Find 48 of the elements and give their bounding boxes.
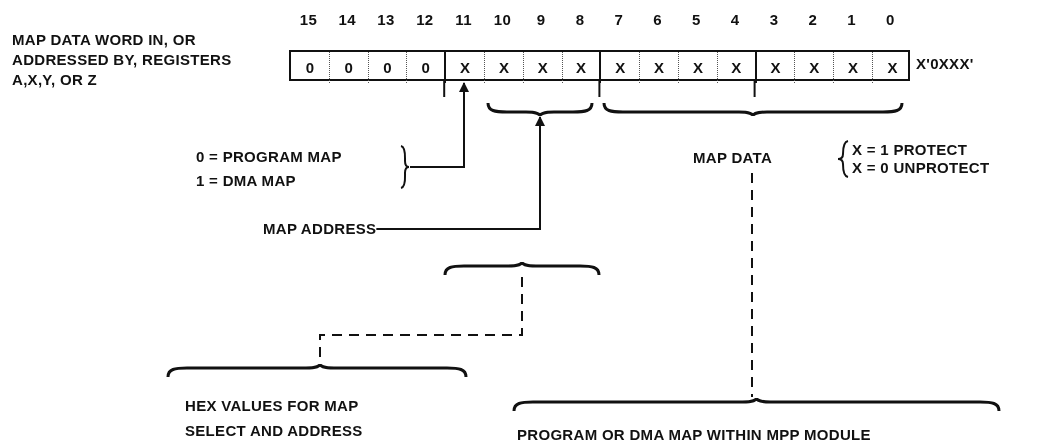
bit-number: 3 xyxy=(768,11,780,29)
bit-cell: X xyxy=(717,52,757,83)
protect-note: X = 1 PROTECT xyxy=(852,141,968,159)
bit-number: 1 xyxy=(846,11,857,29)
bit-number: 2 xyxy=(807,11,819,29)
bit-number: 12 xyxy=(415,11,435,29)
dashed-connector xyxy=(751,172,753,398)
bit-number: 14 xyxy=(337,11,357,29)
bit-number: 6 xyxy=(652,11,663,29)
bit-cell: X xyxy=(601,52,641,83)
bit-number: 13 xyxy=(376,11,396,29)
legend-text: 0 = PROGRAM MAP xyxy=(196,148,342,166)
bit-cell: 0 xyxy=(329,52,369,83)
bit-cell: 0 xyxy=(368,52,408,83)
bit-cell: X xyxy=(485,52,524,83)
bit-number: 4 xyxy=(729,11,741,29)
arrow xyxy=(375,116,545,230)
bit-cell: X xyxy=(446,52,485,83)
legend-text: 1 = DMA MAP xyxy=(196,172,296,190)
bit-cell: X xyxy=(873,52,912,83)
bit-number: 11 xyxy=(454,11,473,29)
bit-number: 10 xyxy=(492,11,513,29)
protect-note: X = 0 UNPROTECT xyxy=(852,159,990,177)
curly-brace xyxy=(487,101,593,117)
brace-label: MAP DATA xyxy=(693,149,773,167)
bit-number: 15 xyxy=(298,11,319,29)
register-caption: MAP DATA WORD IN, OR ADDRESSED BY, REGISTERS A,X,Y, OR Z xyxy=(12,30,233,90)
hex-value-label: X'0XXX' xyxy=(916,55,974,73)
bit-cell: X xyxy=(834,52,873,83)
brace-label: PROGRAM OR DMA MAP WITHIN MPP MODULE xyxy=(517,426,871,444)
bit-cell: X xyxy=(795,52,835,83)
bit-cell: X xyxy=(523,52,563,83)
register-word-box xyxy=(289,50,910,81)
bit-cell: X xyxy=(562,52,602,83)
bit-cell: 0 xyxy=(407,52,447,83)
bit-cell: X xyxy=(679,52,718,83)
bit-number: 9 xyxy=(535,11,547,29)
arrow xyxy=(409,82,469,168)
bit-number: 7 xyxy=(613,11,625,29)
annotation-text: MAP ADDRESS xyxy=(263,220,377,238)
bit-cell: X xyxy=(640,52,679,83)
curly-brace xyxy=(444,261,600,277)
bit-cell: 0 xyxy=(291,52,330,83)
bit-cell: X xyxy=(756,52,796,83)
bit-number: 0 xyxy=(885,11,896,29)
bit-number: 8 xyxy=(574,11,586,29)
brace-label: HEX VALUES FOR MAP SELECT AND ADDRESS xyxy=(185,396,364,441)
bit-number: 5 xyxy=(691,11,702,29)
